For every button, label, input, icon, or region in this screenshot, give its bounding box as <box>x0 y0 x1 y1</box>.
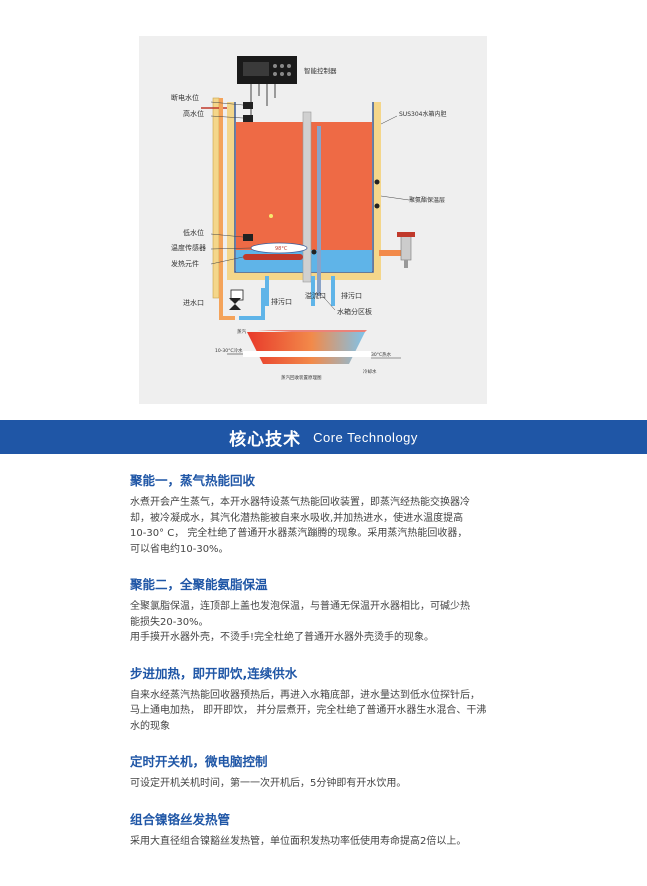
temp-readout: 98°C <box>275 246 288 252</box>
feature-section: 聚能二，全聚能氨脂保温 全聚氯脂保温，连顶部上盖也发泡保温，与普通无保温开水器相… <box>130 574 525 646</box>
feature-text: 自来水经蒸汽热能回收器预热后，再进入水箱底部，进水量达到低水位探针后， 马上通电… <box>130 688 525 735</box>
controller-button <box>287 64 291 68</box>
text-line: 却，被冷凝成水，其汽化潜热能被自来水吸收,并加热进水，使进水温度提高 <box>130 512 464 524</box>
controller-button <box>287 72 291 76</box>
text-line: 自来水经蒸汽热能回收器预热后，再进入水箱底部，进水量达到低水位探针后， <box>130 689 480 701</box>
feature-title: 组合镍铬丝发热管 <box>130 811 231 827</box>
controller-button <box>273 64 277 68</box>
feature-title: 聚能二，全聚能氨脂保温 <box>130 577 268 592</box>
recovery-device <box>247 332 365 364</box>
core-technology-banner: 核心技术 Core Technology <box>0 420 647 454</box>
feature-title: 步进加热，即开即饮,连续供水 <box>130 665 298 681</box>
banner-title-cn: 核心技术 <box>229 429 302 450</box>
text-line: 马上通电加热， 即开即饮， 并分层煮开，完全杜绝了普通开水器生水混合、干沸 <box>130 705 487 716</box>
water-heater-diagram: 智能控制器 98°C <box>139 36 487 404</box>
text-line: 水煮开会产生蒸气，本开水器特设蒸气热能回收装置，即蒸汽经热能交换器冷 <box>130 497 470 508</box>
feature-title: 聚能一，蒸气热能回收 <box>130 473 256 488</box>
inlet-pipe-cold <box>239 288 265 320</box>
diagram-svg: 智能控制器 98°C <box>171 56 446 381</box>
feature-text: 可设定开机关机时间，第一一次开机后，5分钟即有开水饮用。 <box>130 776 525 792</box>
tank-divider <box>317 126 321 296</box>
drain-pipe <box>265 276 269 306</box>
text-line: 水的现象 <box>130 720 170 732</box>
label-overflow: 溢流口 <box>305 291 326 300</box>
leader-line <box>210 247 252 250</box>
label-low-level: 低水位 <box>183 228 204 237</box>
label-controller: 智能控制器 <box>304 66 337 75</box>
label-inner-tank: SUS304水箱内胆 <box>399 110 446 118</box>
banner-title-en: Core Technology <box>313 429 418 445</box>
feature-text: 全聚氯脂保温，连顶部上盖也发泡保温，与普通无保温开水器相比，可碱少热 能损失20… <box>130 599 525 646</box>
controller-button <box>280 72 284 76</box>
label-temp-out: 30°C热水 <box>371 351 392 358</box>
divider-marker <box>311 249 317 255</box>
feature-section: 定时开关机，微电脑控制 可设定开机关机时间，第一一次开机后，5分钟即有开水饮用。 <box>130 751 525 792</box>
label-steam: 蒸汽 <box>237 328 246 335</box>
controller-button <box>280 64 284 68</box>
text-line: 采用大直径组合镍豁丝发热管，单位面积发热功率低使用寿命提高2倍以上。 <box>130 835 467 847</box>
controller-display <box>243 62 269 76</box>
tap-body <box>400 235 412 261</box>
label-divider: 水箱分区板 <box>337 307 372 316</box>
text-line: 可以省电约10-30%。 <box>130 543 229 555</box>
leader-line <box>210 115 244 119</box>
leader-line <box>210 256 244 265</box>
insulation-marker <box>374 179 380 185</box>
label-high-level: 高水位 <box>183 109 204 118</box>
feature-title: 定时开关机，微电脑控制 <box>130 754 268 769</box>
label-drain: 排污口 <box>271 297 292 306</box>
label-inlet: 进水口 <box>183 298 204 307</box>
cutoff-sensor <box>243 102 253 109</box>
label-cutoff-level: 断电水位 <box>171 93 199 102</box>
leader-line <box>210 233 244 238</box>
label-cold-water: 冷却水 <box>363 368 377 375</box>
feature-section: 组合镍铬丝发热管 采用大直径组合镍豁丝发热管，单位面积发热功率低使用寿命提高2倍… <box>130 809 525 850</box>
tap-handle <box>397 232 415 237</box>
recovery-caption: 蒸汽回收装置原理图 <box>281 374 322 381</box>
text-line: 用手摸开水器外壳，不烫手!完全杜绝了普通开水器外壳烫手的现象。 <box>130 632 435 643</box>
label-heating-element: 发热元件 <box>171 259 199 268</box>
leader-line <box>210 101 244 106</box>
leader-line <box>380 195 410 201</box>
sensor-point <box>269 214 273 218</box>
feature-section: 聚能一，蒸气热能回收 水煮开会产生蒸气，本开水器特设蒸气热能回收装置，即蒸汽经热… <box>130 470 525 557</box>
level-tube <box>212 97 220 299</box>
insulation-marker <box>374 203 380 209</box>
feature-text: 水煮开会产生蒸气，本开水器特设蒸气热能回收装置，即蒸汽经热能交换器冷 却，被冷凝… <box>130 495 525 557</box>
overflow-outlet <box>311 276 315 306</box>
outlet-pipe <box>379 250 401 256</box>
feature-section: 步进加热，即开即饮,连续供水 自来水经蒸汽热能回收器预热后，再进入水箱底部，进水… <box>130 663 525 735</box>
text-line: 可设定开机关机时间，第一一次开机后，5分钟即有开水饮用。 <box>130 778 407 789</box>
label-temp-sensor: 温度传感器 <box>171 243 206 252</box>
drain-pipe-2 <box>331 276 335 306</box>
overflow-pipe <box>302 111 312 283</box>
text-line: 能损失20-30%。 <box>130 616 209 628</box>
label-drain-2: 排污口 <box>341 291 362 300</box>
controller-button <box>273 72 277 76</box>
text-line: 全聚氯脂保温，连顶部上盖也发泡保温，与普通无保温开水器相比，可碱少热 <box>130 601 470 612</box>
heating-element <box>243 254 303 260</box>
valve-icon <box>229 298 241 310</box>
label-insulation: 聚氨酯保温层 <box>409 196 445 204</box>
tap-spout <box>404 260 408 268</box>
feature-list: 聚能一，蒸气热能回收 水煮开会产生蒸气，本开水器特设蒸气热能回收装置，即蒸汽经热… <box>130 470 525 866</box>
leader-line <box>318 291 336 311</box>
high-sensor <box>243 115 253 122</box>
text-line: 10-30° C， 完全杜绝了普通开水器蒸汽蹦腾的现象。采用蒸汽热能回收器， <box>130 528 468 539</box>
feature-text: 采用大直径组合镍豁丝发热管，单位面积发热功率低使用寿命提高2倍以上。 <box>130 834 525 850</box>
low-sensor <box>243 234 253 241</box>
label-temp-in: 10-30°C冷水 <box>215 347 243 354</box>
leader-line <box>380 115 398 125</box>
inlet-pipe <box>219 98 235 320</box>
